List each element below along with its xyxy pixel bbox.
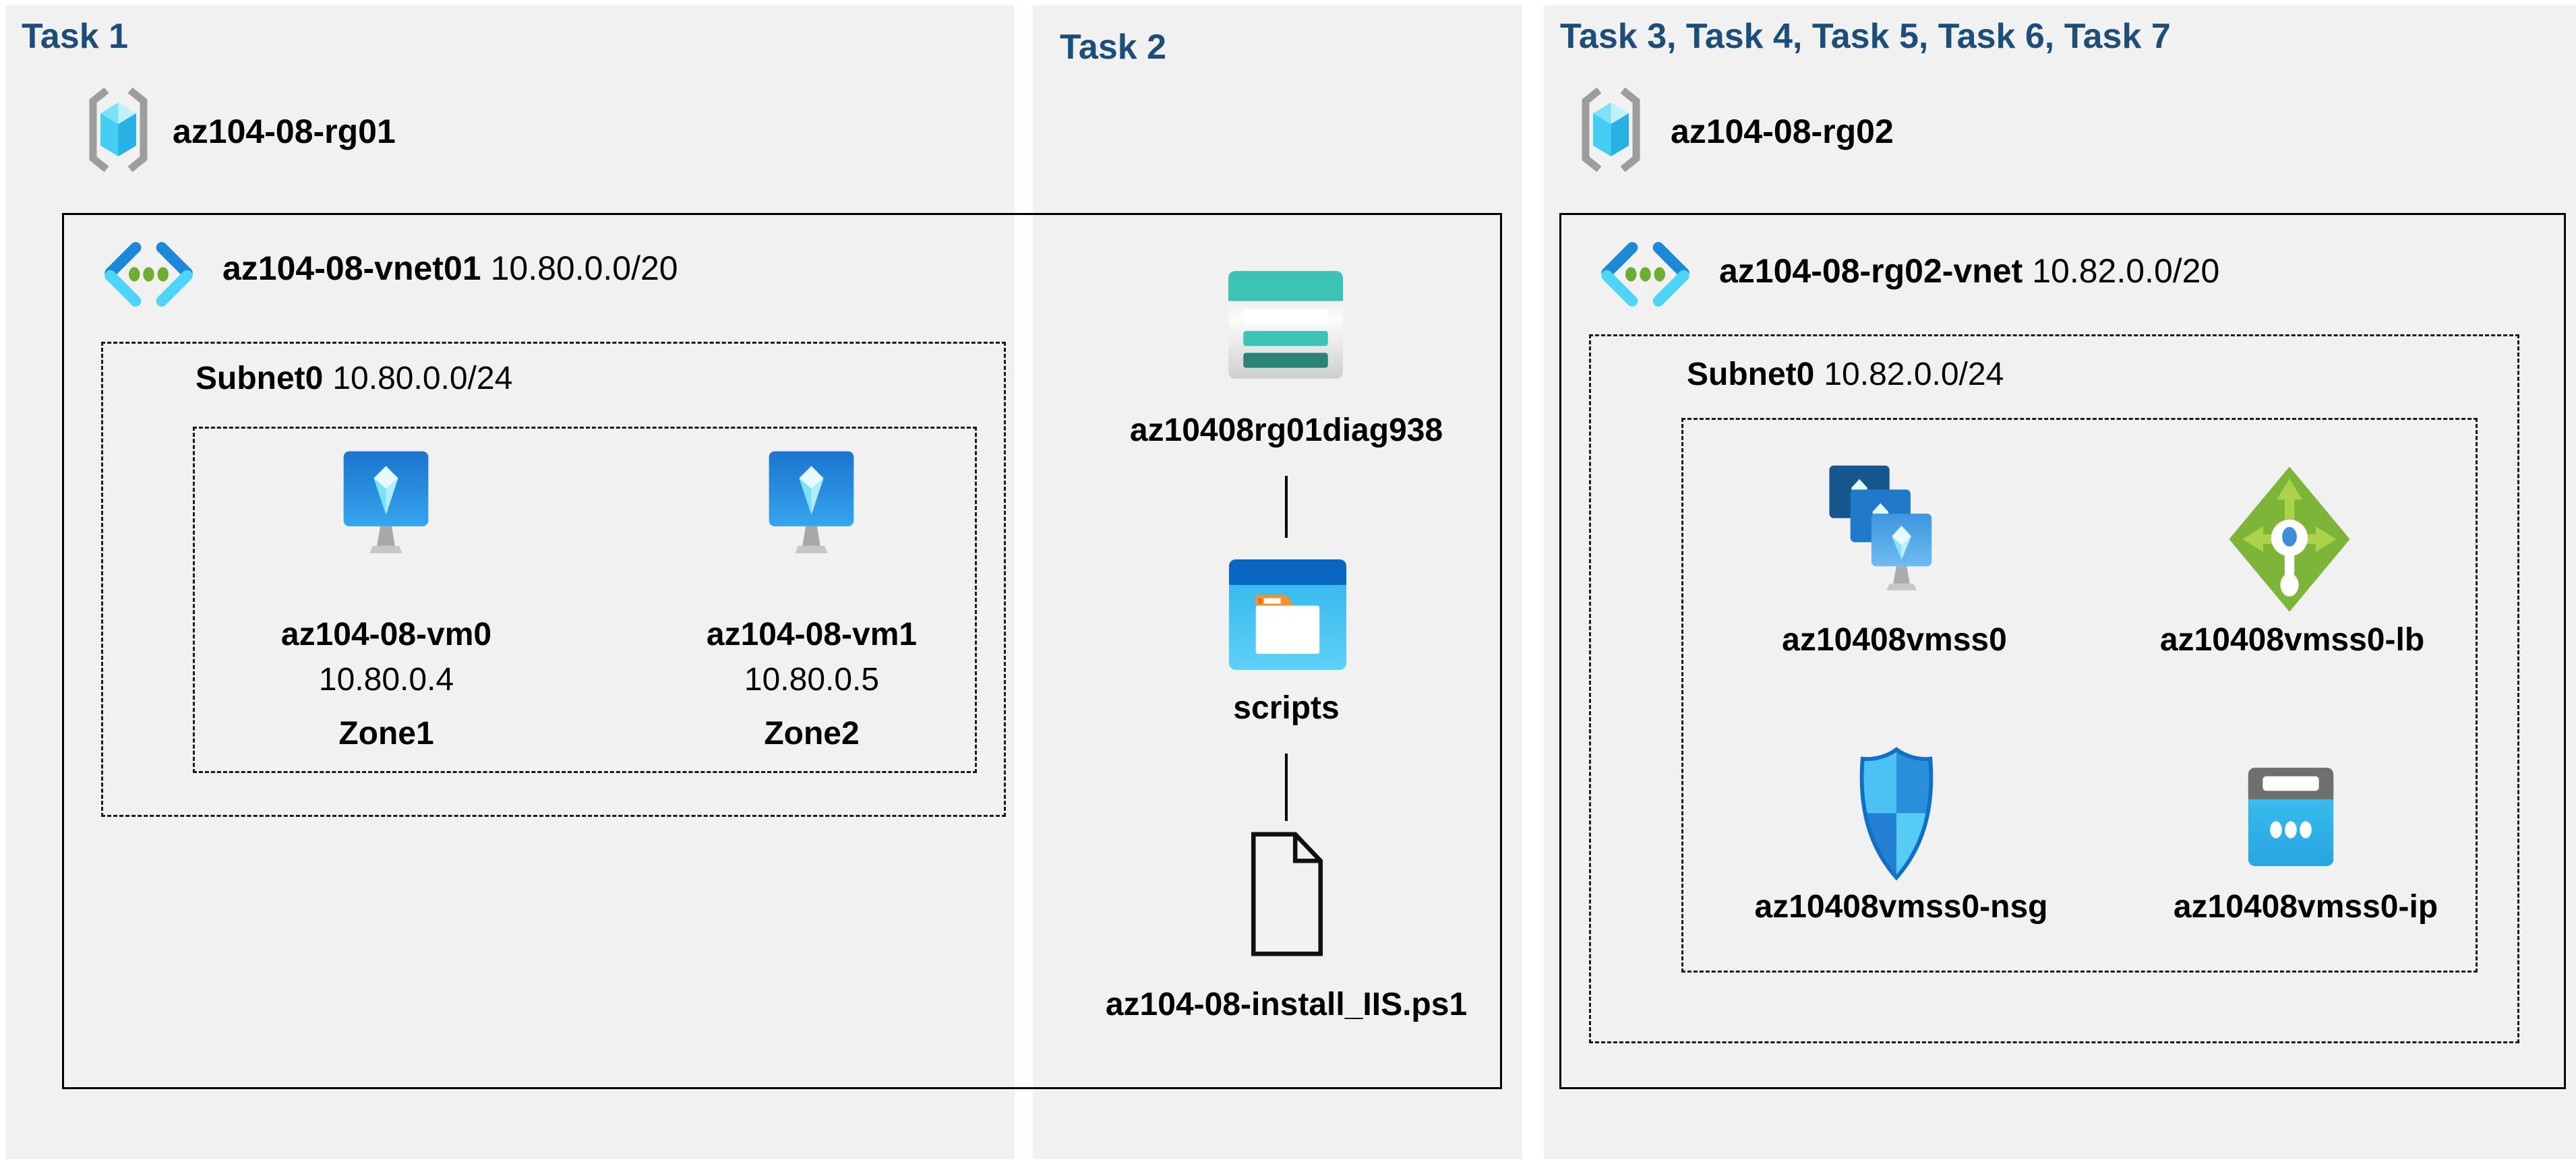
subnet-name: Subnet0 [196,361,324,396]
vnet-boundary-box-1 [62,213,1502,1089]
vm-name: az104-08-vm1 [706,617,918,652]
vnet-boundary-box-2 [1559,213,2566,1089]
connector-storage-to-folder [1285,476,1288,538]
subnet-label-2: Subnet0 10.82.0.0/24 [1687,357,2004,392]
panel-title-task3: Task 3, Task 4, Task 5, Task 6, Task 7 [1560,17,2171,56]
resource-name: az10408vmss0 [1782,622,2007,658]
vnet-cidr: 10.80.0.0/20 [490,249,678,287]
folder-name: scripts [1233,690,1340,726]
subnet-cidr: 10.80.0.0/24 [332,361,513,396]
vm-zone: Zone2 [764,716,860,751]
file-icon [1251,832,1323,956]
storage-account-icon [1228,271,1343,379]
resource-name: az10408vmss0-lb [2159,622,2425,658]
public-ip-icon [2248,768,2334,866]
vm-zone: Zone1 [338,716,434,751]
folder-icon [1228,559,1347,671]
load-balancer-icon [2229,466,2350,612]
file-name: az104-08-install_IIS.ps1 [1105,987,1468,1022]
resource-group-icon [1582,88,1640,172]
vm-ip: 10.80.0.5 [744,662,880,698]
vnet-name: az104-08-vnet01 [222,249,481,287]
subnet-name: Subnet0 [1687,357,1815,392]
vnet-name: az104-08-rg02-vnet [1719,252,2023,290]
subnet-box-1 [101,342,1006,817]
resource-group-name: az104-08-rg02 [1671,113,1894,150]
vnet-cidr: 10.82.0.0/20 [2032,252,2220,290]
panel-title-task1: Task 1 [22,17,129,56]
virtual-machine-icon [769,451,854,553]
zone-box-1 [193,427,977,773]
resource-name: az10408vmss0-nsg [1754,889,2048,925]
resource-group-name: az104-08-rg01 [173,113,396,150]
virtual-machine-icon [343,451,429,553]
network-security-group-icon [1859,747,1934,881]
subnet-box-2 [1589,334,2519,1043]
subnet-cidr: 10.82.0.0/24 [1824,357,2004,392]
resource-name: az10408vmss0-ip [2173,889,2438,925]
connector-folder-to-file [1285,754,1288,821]
resource-group-icon [89,88,148,172]
panel-title-task2: Task 2 [1060,28,1167,67]
vm-ip: 10.80.0.4 [318,662,454,698]
panel-task3 [1544,5,2576,1159]
resource-box-2 [1681,418,2478,973]
virtual-network-icon [104,242,193,307]
storage-account-name: az10408rg01diag938 [1129,412,1443,448]
panel-task1 [5,5,1015,1159]
vm-scale-set-icon [1829,465,1932,590]
vm-name: az104-08-vm0 [280,617,492,652]
virtual-network-icon [1601,242,1689,307]
